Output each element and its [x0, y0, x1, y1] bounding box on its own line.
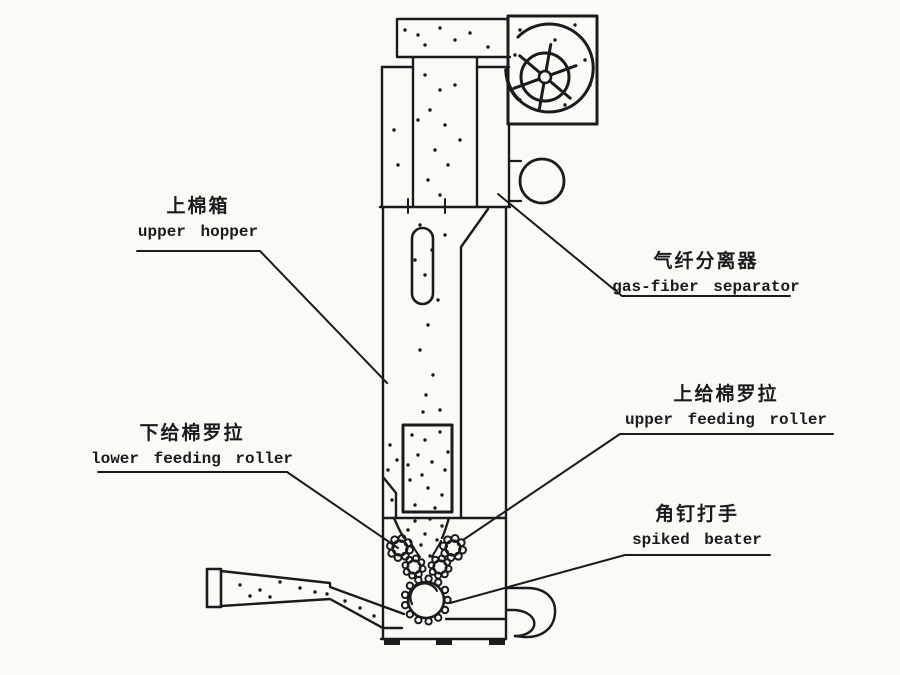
label-gas-fiber-separator: 气纤分离器 gas-fiber separator	[606, 248, 806, 299]
spiked-beater-drum	[400, 574, 452, 626]
sight-slot	[410, 226, 435, 306]
label-upper-hopper-en: upper hopper	[137, 223, 259, 241]
label-upper-hopper: 上棉箱 upper hopper	[108, 193, 288, 244]
leader-lines	[97, 193, 834, 604]
label-gas-fiber-separator-zh: 气纤分离器	[653, 250, 759, 272]
base-foot	[436, 639, 452, 645]
leader-spiked-beater	[449, 554, 771, 604]
label-upper-feeding-roller-zh: 上给棉罗拉	[673, 383, 779, 405]
leader-gas-fiber-separator	[497, 193, 791, 297]
volute-scroll	[516, 22, 595, 114]
inspection-window	[401, 423, 454, 514]
hopper-column	[381, 205, 508, 641]
label-lower-feeding-roller-zh: 下给棉罗拉	[139, 422, 245, 444]
label-lower-feeding-roller: 下给棉罗拉 lower feeding roller	[87, 420, 297, 471]
label-upper-feeding-roller-en: upper feeding roller	[624, 411, 828, 429]
outlet-hook	[504, 586, 557, 639]
base-foot	[489, 639, 505, 645]
label-spiked-beater-en: spiked beater	[632, 531, 762, 549]
label-spiked-beater: 角钉打手 spiked beater	[612, 501, 782, 552]
leader-lower-feeding-roller	[97, 471, 399, 549]
label-lower-feeding-roller-en: lower feeding roller	[90, 450, 294, 468]
fiber-dots	[238, 23, 592, 618]
label-upper-hopper-zh: 上棉箱	[166, 195, 230, 217]
label-spiked-beater-zh: 角钉打手	[654, 503, 739, 525]
machine-base	[379, 617, 508, 645]
label-upper-feeding-roller: 上给棉罗拉 upper feeding roller	[611, 381, 841, 432]
label-gas-fiber-separator-en: gas-fiber separator	[612, 278, 800, 296]
leader-upper-feeding-roller	[462, 433, 834, 541]
feeding-rollers	[386, 534, 467, 580]
top-duct	[395, 17, 512, 59]
feed-funnel	[392, 516, 451, 558]
side-port	[507, 157, 566, 205]
leader-upper-hopper	[136, 250, 388, 384]
fan-housing	[504, 14, 599, 126]
outlet-horn	[205, 567, 406, 630]
base-foot	[384, 639, 400, 645]
separator-box	[378, 55, 512, 214]
impeller-wheel-icon	[512, 43, 578, 111]
